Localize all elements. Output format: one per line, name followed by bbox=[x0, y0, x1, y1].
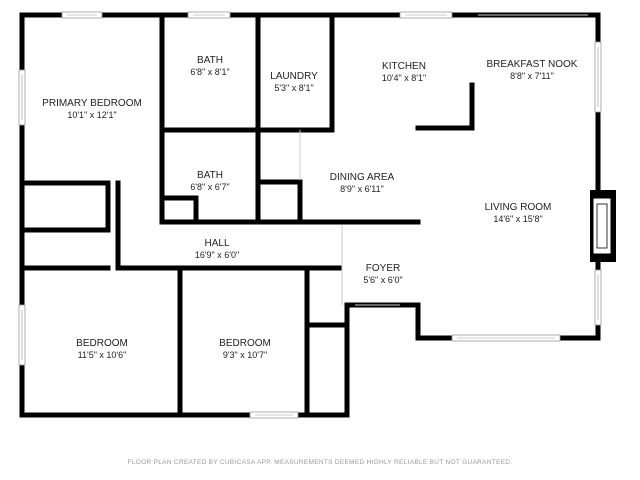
room-dining-area-dims: 8'9" x 6'11" bbox=[340, 184, 384, 194]
room-bedroom-left-name: BEDROOM bbox=[76, 338, 128, 349]
room-breakfast-nook-dims: 8'8" x 7'11" bbox=[510, 71, 554, 81]
footer-disclaimer: FLOOR PLAN CREATED BY CUBICASA APP. MEAS… bbox=[127, 459, 513, 466]
room-foyer-dims: 5'6" x 6'0" bbox=[363, 275, 402, 285]
room-breakfast-nook-name: BREAKFAST NOOK bbox=[487, 59, 578, 70]
room-primary-bedroom-dims: 10'1" x 12'1" bbox=[67, 110, 116, 120]
room-bath-lower-name: BATH bbox=[197, 170, 223, 181]
room-living-room-dims: 14'6" x 15'8" bbox=[493, 214, 542, 224]
room-bath-lower-dims: 6'8" x 6'7" bbox=[190, 182, 229, 192]
room-primary-bedroom-name: PRIMARY BEDROOM bbox=[42, 98, 142, 109]
room-bedroom-left-dims: 11'5" x 10'6" bbox=[78, 350, 127, 360]
room-dining-area-name: DINING AREA bbox=[330, 172, 395, 183]
room-kitchen-dims: 10'4" x 8'1" bbox=[382, 73, 426, 83]
room-hall-name: HALL bbox=[204, 238, 229, 249]
room-laundry-name: LAUNDRY bbox=[270, 71, 318, 82]
fireplace bbox=[590, 190, 616, 262]
room-bath-upper-name: BATH bbox=[197, 55, 223, 66]
room-labels: PRIMARY BEDROOM 10'1" x 12'1" BATH 6'8" … bbox=[42, 55, 578, 360]
room-bath-upper-dims: 6'8" x 8'1" bbox=[190, 67, 229, 77]
room-laundry-dims: 5'3" x 8'1" bbox=[274, 83, 313, 93]
room-living-room-name: LIVING ROOM bbox=[485, 202, 552, 213]
room-bedroom-right-dims: 9'3" x 10'7" bbox=[223, 350, 267, 360]
room-foyer-name: FOYER bbox=[366, 263, 400, 274]
openings bbox=[299, 14, 588, 306]
walls bbox=[19, 12, 601, 418]
room-bedroom-right-name: BEDROOM bbox=[219, 338, 271, 349]
room-hall-dims: 16'9" x 6'0" bbox=[195, 250, 239, 260]
room-kitchen-name: KITCHEN bbox=[382, 61, 426, 72]
